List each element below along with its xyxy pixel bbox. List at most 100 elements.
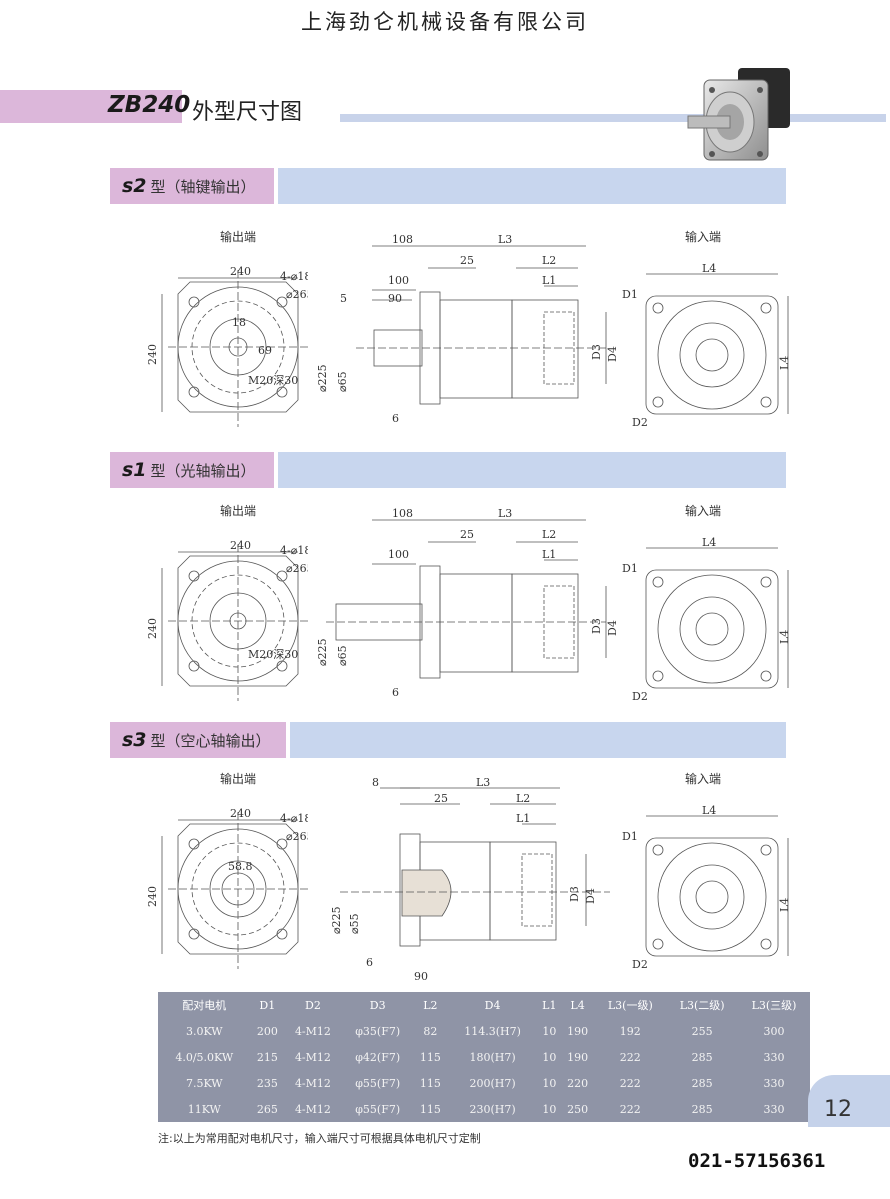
phone-number: 021-57156361 xyxy=(688,1150,826,1172)
section-s2-band xyxy=(278,168,786,204)
table-cell: 10 xyxy=(542,1024,557,1038)
dim-90: 90 xyxy=(388,292,402,305)
dim-phi65: ⌀65 xyxy=(336,371,349,392)
dim-6: 6 xyxy=(392,686,399,699)
dim-100: 100 xyxy=(388,548,409,561)
table-cell: 330 xyxy=(763,1102,785,1116)
pcd-label: ⌀265 xyxy=(286,830,308,843)
table-row: 4.0/5.0KW 215 4-M12 φ42(F7) 115 180(H7) … xyxy=(158,1044,810,1070)
dim-D2: D2 xyxy=(632,690,648,703)
dim-100: 100 xyxy=(388,274,409,287)
section-type: 型（轴键输出） xyxy=(150,177,256,196)
dim-L2: L2 xyxy=(542,528,556,541)
table-cell: 220 xyxy=(567,1076,589,1090)
dim-L4-v: L4 xyxy=(778,356,791,370)
table-cell: 4-M12 xyxy=(294,1050,331,1064)
section-s1-band xyxy=(278,452,786,488)
dim-D4: D4 xyxy=(606,346,616,362)
dim-L1: L1 xyxy=(542,548,556,561)
bolt-holes: 4-⌀18 xyxy=(280,544,308,557)
output-end-label: 输出端 xyxy=(220,772,257,786)
table-cell: 10 xyxy=(542,1076,557,1090)
dim-phi225: ⌀225 xyxy=(316,638,329,666)
col-header: L4 xyxy=(570,998,585,1012)
height-240: 240 xyxy=(148,886,159,907)
dim-5: 5 xyxy=(340,292,347,305)
input-end-label: 输入端 xyxy=(685,504,722,518)
table-cell: 114.3(H7) xyxy=(464,1024,521,1038)
table-cell: 200 xyxy=(256,1024,278,1038)
input-end-label: 输入端 xyxy=(685,230,722,244)
table-cell: 190 xyxy=(567,1024,589,1038)
title-band xyxy=(0,90,182,123)
dim-L3: L3 xyxy=(498,507,512,520)
dim-phi65: ⌀65 xyxy=(336,645,349,666)
table-row: 3.0KW 200 4-M12 φ35(F7) 82 114.3(H7) 10 … xyxy=(158,1018,810,1044)
dim-D2: D2 xyxy=(632,416,648,429)
section-type: 型（光轴输出） xyxy=(150,461,256,480)
table-cell: 285 xyxy=(691,1102,713,1116)
table-cell: 4.0/5.0KW xyxy=(175,1050,234,1064)
dim-L4-h: L4 xyxy=(702,262,716,275)
col-header: L3(二级) xyxy=(679,999,725,1012)
dim-D1: D1 xyxy=(622,288,638,301)
table-cell: 222 xyxy=(619,1050,641,1064)
dim-L3: L3 xyxy=(476,776,490,789)
table-cell: 255 xyxy=(691,1024,713,1038)
s1-front-view: 240 240 4-⌀18 ⌀265 M20深30 xyxy=(148,539,308,701)
gearbox-photo xyxy=(687,68,790,161)
model-number: ZB240 xyxy=(108,92,191,118)
table-cell: 215 xyxy=(256,1050,278,1064)
table-cell: 115 xyxy=(419,1076,441,1090)
col-header: D3 xyxy=(369,998,386,1012)
width-240: 240 xyxy=(230,807,251,820)
dim-D1: D1 xyxy=(622,830,638,843)
table-cell: 250 xyxy=(567,1102,589,1116)
table-cell: φ55(F7) xyxy=(355,1076,401,1090)
table-cell: 190 xyxy=(567,1050,589,1064)
table-cell: 7.5KW xyxy=(185,1076,223,1090)
input-end-label: 输入端 xyxy=(685,772,722,786)
table-cell: 192 xyxy=(619,1024,641,1038)
dim-6: 6 xyxy=(392,412,399,425)
thread-label: M20深30 xyxy=(248,374,298,387)
s1-input-view: L4 L4 D1 D2 xyxy=(622,536,791,703)
height-240: 240 xyxy=(148,618,159,639)
dim-25: 25 xyxy=(460,254,474,267)
section-s3-label: s3 型（空心轴输出） xyxy=(110,722,286,758)
section-code: s1 xyxy=(122,459,147,481)
dim-L4-h: L4 xyxy=(702,804,716,817)
key-height: 69 xyxy=(258,344,272,357)
section-type: 型（空心轴输出） xyxy=(150,731,271,750)
table-cell: 222 xyxy=(619,1076,641,1090)
table-cell: 300 xyxy=(763,1024,785,1038)
title-rule xyxy=(340,114,886,122)
table-cell: 4-M12 xyxy=(294,1102,331,1116)
col-header: L3(一级) xyxy=(607,999,653,1012)
pcd-label: ⌀265 xyxy=(286,288,308,301)
table-row: 7.5KW 235 4-M12 φ55(F7) 115 200(H7) 10 2… xyxy=(158,1070,810,1096)
section-s2-label: s2 型（轴键输出） xyxy=(110,168,274,204)
table-cell: 285 xyxy=(691,1076,713,1090)
table-cell: 235 xyxy=(256,1076,278,1090)
key-width: 18 xyxy=(232,316,246,329)
s2-side-view: 108 L3 25 L2 L1 100 5 90 ⌀225 ⌀65 D3 D4 … xyxy=(316,233,616,425)
dim-D3: D3 xyxy=(568,886,581,902)
width-240: 240 xyxy=(230,265,251,278)
bolt-holes: 4-⌀18 xyxy=(280,270,308,283)
table-header-row: 配对电机 D1 D2 D3 L2 D4 L1 L4 L3(一级) L3(二级) … xyxy=(158,992,810,1018)
dim-25: 25 xyxy=(460,528,474,541)
pcd-label: ⌀265 xyxy=(286,562,308,575)
table-cell: 4-M12 xyxy=(294,1076,331,1090)
s1-side-view: 108 L3 25 L2 L1 100 ⌀225 ⌀65 D3 D4 6 xyxy=(316,507,616,699)
table-cell: 82 xyxy=(423,1024,438,1038)
table-cell: φ42(F7) xyxy=(355,1050,401,1064)
dim-L1: L1 xyxy=(516,812,530,825)
s3-front-view: 240 240 4-⌀18 ⌀265 58.8 xyxy=(148,807,308,969)
dim-6: 6 xyxy=(366,956,373,969)
dim-25: 25 xyxy=(434,792,448,805)
dim-D3: D3 xyxy=(590,618,603,634)
dim-phi225: ⌀225 xyxy=(316,364,329,392)
table-cell: φ55(F7) xyxy=(355,1102,401,1116)
table-cell: 11KW xyxy=(187,1102,221,1116)
